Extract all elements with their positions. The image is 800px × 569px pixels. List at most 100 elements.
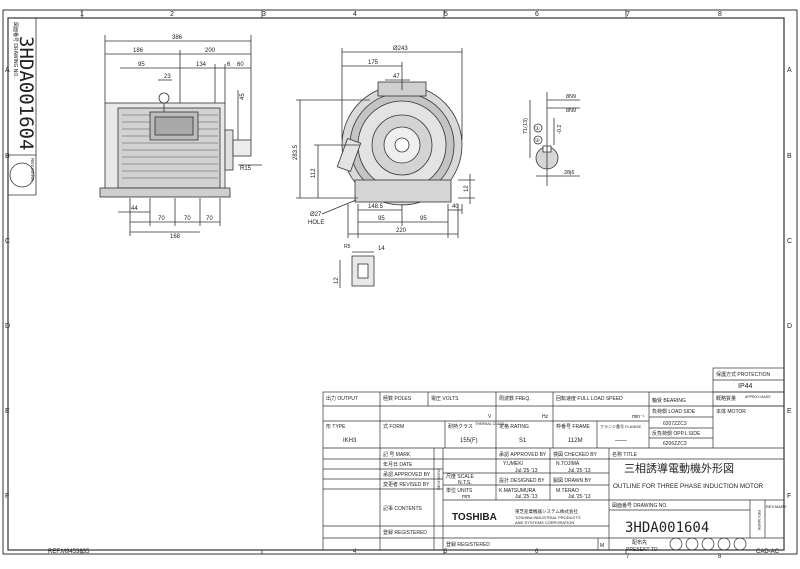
dim: 45 bbox=[240, 93, 246, 100]
row-label: E bbox=[787, 408, 792, 415]
protection-label: 保護方式 PROTECTION bbox=[716, 371, 771, 378]
opp-side-label: 反負荷側 OPP.L SIDE bbox=[652, 430, 701, 437]
dim: 12 bbox=[334, 277, 340, 284]
column-labels: 1 2 3 4 5 6 7 8 bbox=[80, 11, 722, 18]
row-label: A bbox=[787, 67, 792, 74]
drawn-name: M.TERAO bbox=[556, 488, 579, 494]
dim: ② bbox=[535, 137, 540, 144]
dim-overall: 386 bbox=[172, 35, 183, 41]
title-en: OUTLINE FOR THREE PHASE INDUCTION MOTOR bbox=[613, 483, 764, 490]
dim: 95 bbox=[138, 62, 145, 68]
dim: 200 bbox=[205, 48, 216, 54]
dim: 220 bbox=[396, 228, 407, 234]
output-label: 出力 OUTPUT bbox=[326, 395, 358, 402]
speed-label: 回転速度 FULL LOAD SPEED bbox=[556, 395, 623, 402]
insul-sub: THERMAL CLASS bbox=[475, 422, 505, 426]
freq-label: 周波数 FREQ. bbox=[499, 395, 531, 402]
col-label: 2 bbox=[170, 11, 174, 18]
dim: 112 bbox=[311, 168, 317, 178]
designed-date: Jul.'25·'13 bbox=[515, 494, 538, 500]
present-to-label: 配布先 bbox=[632, 539, 647, 546]
row-labels: A B C D E F A B C D E F bbox=[5, 67, 792, 500]
drawn-label: 製図 DRAWN BY bbox=[553, 477, 592, 484]
dim: 8N9 bbox=[566, 108, 576, 114]
side-view bbox=[99, 35, 262, 236]
scale-value: N.T.S. bbox=[458, 480, 472, 486]
revisions-label: REVISIONS bbox=[436, 468, 441, 490]
dim: 70 bbox=[158, 216, 165, 222]
bottom-col-label: 4 bbox=[353, 549, 357, 555]
dim: HOLE bbox=[308, 220, 324, 226]
dim: 134 bbox=[196, 62, 207, 68]
side-strip: 図面番号 DRAWING NO. 3HDA001604 REV.MARK bbox=[8, 18, 37, 196]
title-block-text: 保護方式 PROTECTION IP44 出力 OUTPUT 極数 POLES … bbox=[48, 371, 787, 560]
col-label: 7 bbox=[626, 11, 630, 18]
col-label: 5 bbox=[444, 11, 448, 18]
drawing-no-label: 図面番号 DRAWING NO. bbox=[612, 502, 668, 509]
name-label: 名称 TITLE bbox=[612, 451, 638, 458]
load-side-label: 負荷側 LOAD SIDE bbox=[652, 408, 696, 415]
registered-label: 登録 REGISTERED bbox=[383, 529, 427, 536]
company-logo: TOSHIBA bbox=[452, 512, 497, 523]
side-view-dims: 386 186 200 95 134 6 60 23 45 R15 44 70 … bbox=[131, 35, 252, 240]
approved-by-date: Jul.'25·'13 bbox=[515, 468, 538, 474]
present-to-en: PRESENT TO bbox=[626, 547, 658, 553]
frame-value: 112M bbox=[568, 438, 583, 444]
dim: 95 bbox=[420, 216, 427, 222]
shaft-detail bbox=[529, 92, 580, 186]
front-view bbox=[296, 48, 475, 288]
insul-value: 155(F) bbox=[460, 438, 478, 444]
volts-label: 電圧 VOLTS bbox=[431, 396, 459, 402]
m-mark: M bbox=[600, 543, 604, 549]
dim: 23 bbox=[164, 74, 171, 80]
dim: -0.2 bbox=[557, 125, 563, 134]
cad-ac: CAD-AC bbox=[756, 549, 780, 555]
dim: Ø27 bbox=[310, 212, 322, 218]
v-unit: V bbox=[488, 414, 492, 420]
load-side-value: 6207ZZC3 bbox=[663, 421, 687, 427]
rev-mark: REV.MARK bbox=[766, 504, 787, 509]
col-label: 1 bbox=[80, 11, 84, 18]
contents-label: 記事 CONTENTS bbox=[383, 505, 423, 512]
row-label: F bbox=[787, 493, 791, 500]
dim: 168 bbox=[170, 234, 181, 240]
bottom-col-label: 5 bbox=[444, 549, 448, 555]
rev-label: REV.MARK bbox=[757, 510, 762, 531]
dim: 71(13) bbox=[523, 118, 529, 134]
row-label: C bbox=[787, 238, 792, 245]
shaft-dims: 8N9 8N9 71(13) -0.2 28j6 ① ② bbox=[523, 94, 576, 176]
dim: 28j6 bbox=[564, 170, 574, 176]
type-value: IKH3 bbox=[343, 438, 357, 444]
dim: R15 bbox=[240, 166, 252, 172]
row-label: E bbox=[5, 408, 10, 415]
company-en2: AND SYSTEMS CORPORATION bbox=[515, 520, 574, 525]
date-label: 年月日 DATE bbox=[383, 461, 413, 468]
dim: 95 bbox=[378, 216, 385, 222]
units-label: 単位 UNITS bbox=[446, 487, 473, 494]
approved-by-label: 承認 APPROVED BY bbox=[499, 451, 547, 458]
insul-label: 耐熱クラス bbox=[448, 423, 473, 430]
form-label: 式 FORM bbox=[383, 423, 404, 430]
col-label: 6 bbox=[535, 11, 539, 18]
dim: 8N9 bbox=[566, 94, 576, 100]
outer-border bbox=[2, 9, 798, 555]
column-ticks bbox=[81, 10, 627, 554]
opp-side-value: 6206ZZC3 bbox=[663, 441, 687, 447]
dim: 148.5 bbox=[368, 204, 384, 210]
dim: 44 bbox=[131, 206, 138, 212]
revised-label: 変更者 REVISED BY bbox=[383, 481, 430, 488]
row-label: F bbox=[5, 493, 9, 500]
row-label: C bbox=[5, 238, 10, 245]
dim: 186 bbox=[133, 48, 144, 54]
side-drawing-no-label: 図面番号 DRAWING NO. bbox=[12, 22, 19, 78]
flange-label: フランジ番号 FLANGE bbox=[600, 423, 641, 429]
frame-label: 枠番号 FRAME bbox=[556, 423, 591, 430]
units-value: mm bbox=[462, 494, 470, 500]
bearing-label: 軸受 BEARING bbox=[652, 397, 686, 404]
side-rev-mark: REV.MARK bbox=[30, 158, 35, 181]
scale-label: 尺度 SCALE bbox=[446, 473, 474, 480]
bottom-col-label: 6 bbox=[535, 549, 539, 555]
type-label: 形 TYPE bbox=[326, 423, 346, 430]
row-label: D bbox=[787, 323, 792, 330]
